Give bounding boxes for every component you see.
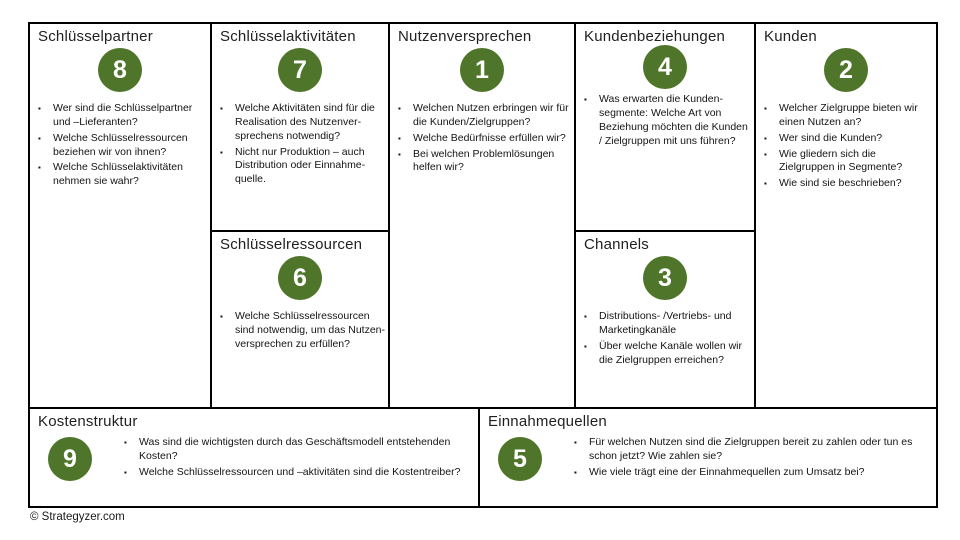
bullet-marker: ▪ [764,133,767,143]
bullet-marker: ▪ [764,179,767,189]
bullet-marker: ▪ [398,104,401,113]
number-badge-label: 7 [293,55,307,84]
bullet-item: ▪Welche Aktivitäten sind für die Realisa… [220,102,375,142]
bullet-marker: ▪ [574,467,577,477]
section-content: 9 ▪Was sind die wichtigsten durch das Ge… [30,430,478,482]
bullet-marker: ▪ [38,133,41,143]
bullet-list: ▪Welcher Zielgruppe bieten wir einen Nut… [756,102,936,191]
number-badge-label: 9 [63,444,77,473]
bullet-item: ▪Für welchen Nutzen sind die Zielgruppen… [574,436,913,462]
bullet-marker: ▪ [584,312,587,321]
number-badge-label: 6 [293,263,307,292]
bullet-item: ▪Welche Bedürfnisse erfüllen wir? [398,131,566,144]
bullet-item: ▪Welche Schlüsselressourcen sind notwend… [220,310,386,350]
bullet-item: ▪Welche Schlüsselressourcen beziehen wir… [38,131,188,158]
section-kundenbeziehungen: Kundenbeziehungen 4 ▪Was erwarten die Ku… [574,22,756,232]
bullet-item: ▪Welche Schlüsselaktivitäten nehmen sie … [38,161,183,188]
section-title: Kundenbeziehungen [584,28,726,45]
section-nutzenversprechen: Nutzenversprechen 1 ▪Welchen Nutzen erbr… [388,22,576,409]
bullet-marker: ▪ [38,104,41,113]
number-badge-2: 2 [824,48,868,92]
section-title: Schlüsselressourcen [220,236,363,253]
bullet-item: ▪Welche Schlüsselressourcen und –aktivit… [124,465,461,478]
section-title: Schlüsselaktivitäten [220,28,356,45]
copyright-text: © Strategyzer.com [30,511,125,523]
number-badge-label: 3 [658,263,672,292]
bullet-marker: ▪ [574,438,577,447]
section-title: Channels [584,236,649,253]
section-schluesselressourcen: Schlüsselressourcen 6 ▪Welche Schlüsselr… [210,230,390,409]
number-badge-1: 1 [460,48,504,92]
number-badge-label: 8 [113,55,127,84]
section-channels: Channels 3 ▪Distributions- /Vertriebs- u… [574,230,756,409]
number-badge-8: 8 [98,48,142,92]
bullet-list: ▪Welche Aktivitäten sind für die Realisa… [212,102,388,187]
section-title: Einnahmequellen [488,413,607,430]
bullet-marker: ▪ [38,163,41,173]
number-badge-label: 4 [658,52,672,81]
number-badge-9: 9 [48,437,92,481]
bullet-marker: ▪ [584,95,587,104]
bullet-marker: ▪ [398,149,401,159]
number-badge-4: 4 [643,45,687,89]
section-einnahmequellen: Einnahmequellen 5 ▪Für welchen Nutzen si… [478,407,938,508]
number-badge-label: 2 [839,55,853,84]
bullet-item: ▪Nicht nur Produktion – auch Distributio… [220,145,366,186]
section-title: Kostenstruktur [38,413,138,430]
bullet-marker: ▪ [398,133,401,143]
bullet-marker: ▪ [764,149,767,159]
bullet-item: ▪Distributions- /Vertriebs- und Marketin… [584,310,732,336]
number-badge-5: 5 [498,437,542,481]
bullet-list: ▪Was erwarten die Kunden­segmente: Welch… [576,93,754,148]
number-badge-7: 7 [278,48,322,92]
bullet-marker: ▪ [124,438,127,447]
section-kostenstruktur: Kostenstruktur 9 ▪Was sind die wichtigst… [28,407,480,508]
section-schluesselaktivitaeten: Schlüsselaktivitäten 7 ▪Welche Aktivität… [210,22,390,232]
section-title: Kunden [764,28,817,45]
number-badge-label: 1 [475,55,489,84]
bullet-item: ▪Wie sind sie beschrieben? [764,177,902,190]
section-title: Schlüsselpartner [38,28,153,45]
bullet-list: ▪Distributions- /Vertriebs- und Marketin… [576,310,754,367]
bullet-marker: ▪ [220,104,223,113]
bullet-item: ▪Wer sind die Schlüsselpartner und –Lief… [38,102,193,128]
bullet-item: ▪Was sind die wichtigsten durch das Gesc… [124,436,451,462]
bullet-marker: ▪ [220,312,223,321]
bullet-item: ▪Wer sind die Kunden? [764,131,883,144]
bullet-list: ▪Welchen Nutzen erbringen wir für die Ku… [390,102,574,175]
bullet-marker: ▪ [764,104,767,113]
bullet-item: ▪Wie gliedern sich die Zielgruppen in Se… [764,147,903,174]
section-schluesselpartner: Schlüsselpartner 8 ▪Wer sind die Schlüss… [28,22,212,409]
bullet-item: ▪Was erwarten die Kunden­segmente: Welch… [584,93,748,147]
bullet-marker: ▪ [124,467,127,477]
number-badge-3: 3 [643,256,687,300]
number-badge-label: 5 [513,444,527,473]
bullet-marker: ▪ [584,341,587,351]
section-kunden: Kunden 2 ▪Welcher Zielgruppe bieten wir … [754,22,938,409]
bullet-list: ▪Was sind die wichtigsten durch das Gesc… [116,436,472,482]
bullet-list: ▪Welche Schlüsselressourcen sind notwend… [212,310,388,352]
bullet-list: ▪Wer sind die Schlüsselpartner und –Lief… [30,102,210,189]
number-badge-6: 6 [278,256,322,300]
section-content: 5 ▪Für welchen Nutzen sind die Zielgrupp… [480,430,936,482]
bullet-list: ▪Für welchen Nutzen sind die Zielgruppen… [566,436,930,482]
bullet-item: ▪Bei welchen Problemlösungen helfen wir? [398,147,555,174]
section-title: Nutzenversprechen [398,28,532,45]
bullet-item: ▪Welchen Nutzen erbringen wir für die Ku… [398,102,569,128]
bullet-item: ▪Wie viele trägt eine der Einnahmequelle… [574,465,865,478]
bullet-item: ▪Über welche Kanäle wollen wir die Zielg… [584,339,742,366]
bullet-marker: ▪ [220,147,223,157]
bullet-item: ▪Welcher Zielgruppe bieten wir einen Nut… [764,102,918,128]
